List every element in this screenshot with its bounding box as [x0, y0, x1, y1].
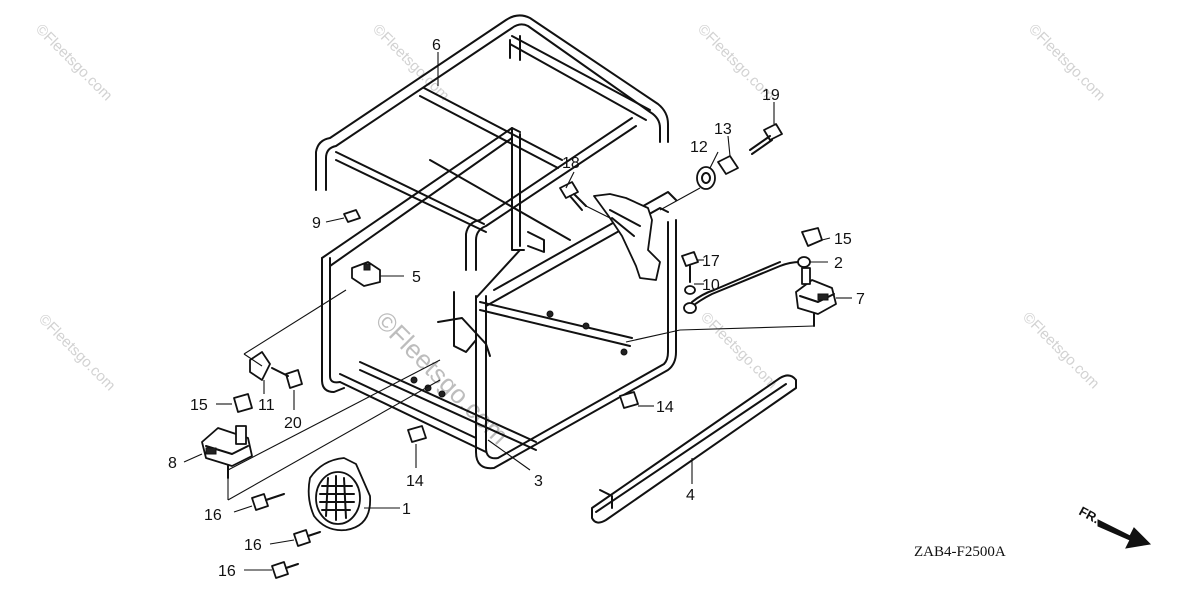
arrow-right-icon [1097, 519, 1152, 549]
label-9: 9 [312, 215, 321, 232]
part-number-labels: 6 9 5 18 12 13 19 15 2 17 10 7 14 14 3 4… [168, 37, 865, 580]
watermark-5: ©Fleetsgo.com [35, 311, 119, 395]
rail-part[interactable] [591, 374, 797, 524]
side-bracket-part[interactable] [593, 193, 661, 281]
label-1: 1 [402, 501, 411, 518]
watermark-layer: ©Fleetsgo.com ©Fleetsgo.com ©Fleetsgo.co… [32, 21, 1109, 450]
label-5: 5 [412, 269, 421, 286]
mount-8-part[interactable] [201, 425, 253, 479]
watermark-4: ©Fleetsgo.com [1025, 21, 1109, 105]
leader-lines [183, 52, 852, 571]
watermark-center: ©Fleetsgo.com [370, 305, 515, 450]
label-14-left: 14 [406, 473, 424, 490]
label-16-b: 16 [244, 537, 262, 554]
mount-7-part[interactable] [795, 267, 837, 327]
label-16-c: 16 [218, 563, 236, 580]
cover-plate-part[interactable] [307, 457, 371, 532]
ground-wire-part[interactable] [683, 256, 811, 314]
label-19: 19 [762, 87, 780, 104]
label-16-a: 16 [204, 507, 222, 524]
label-15-left: 15 [190, 397, 208, 414]
label-4: 4 [686, 487, 695, 504]
label-15-right: 15 [834, 231, 852, 248]
label-6: 6 [432, 37, 441, 54]
label-2: 2 [834, 255, 843, 272]
label-7: 7 [856, 291, 865, 308]
label-3: 3 [534, 473, 543, 490]
hardware-parts[interactable] [233, 123, 823, 579]
watermark-7: ©Fleetsgo.com [1019, 309, 1103, 393]
watermark-2: ©Fleetsgo.com [369, 21, 453, 105]
label-11: 11 [258, 397, 275, 414]
front-direction-indicator: FR. [1077, 503, 1152, 549]
label-10: 10 [702, 277, 720, 294]
main-frame-part[interactable] [321, 127, 677, 470]
label-12: 12 [690, 139, 708, 156]
bracket-5-part[interactable] [351, 261, 381, 287]
label-8: 8 [168, 455, 177, 472]
watermark-1: ©Fleetsgo.com [32, 21, 116, 105]
watermark-6: ©Fleetsgo.com [697, 309, 781, 393]
label-17: 17 [702, 253, 720, 270]
upper-frame-part[interactable] [315, 14, 669, 271]
label-13: 13 [714, 121, 732, 138]
nut-9-icon [343, 209, 361, 223]
label-18: 18 [562, 155, 580, 172]
label-20: 20 [284, 415, 302, 432]
label-14-right: 14 [656, 399, 674, 416]
diagram-code: ZAB4-F2500A [914, 544, 1006, 560]
